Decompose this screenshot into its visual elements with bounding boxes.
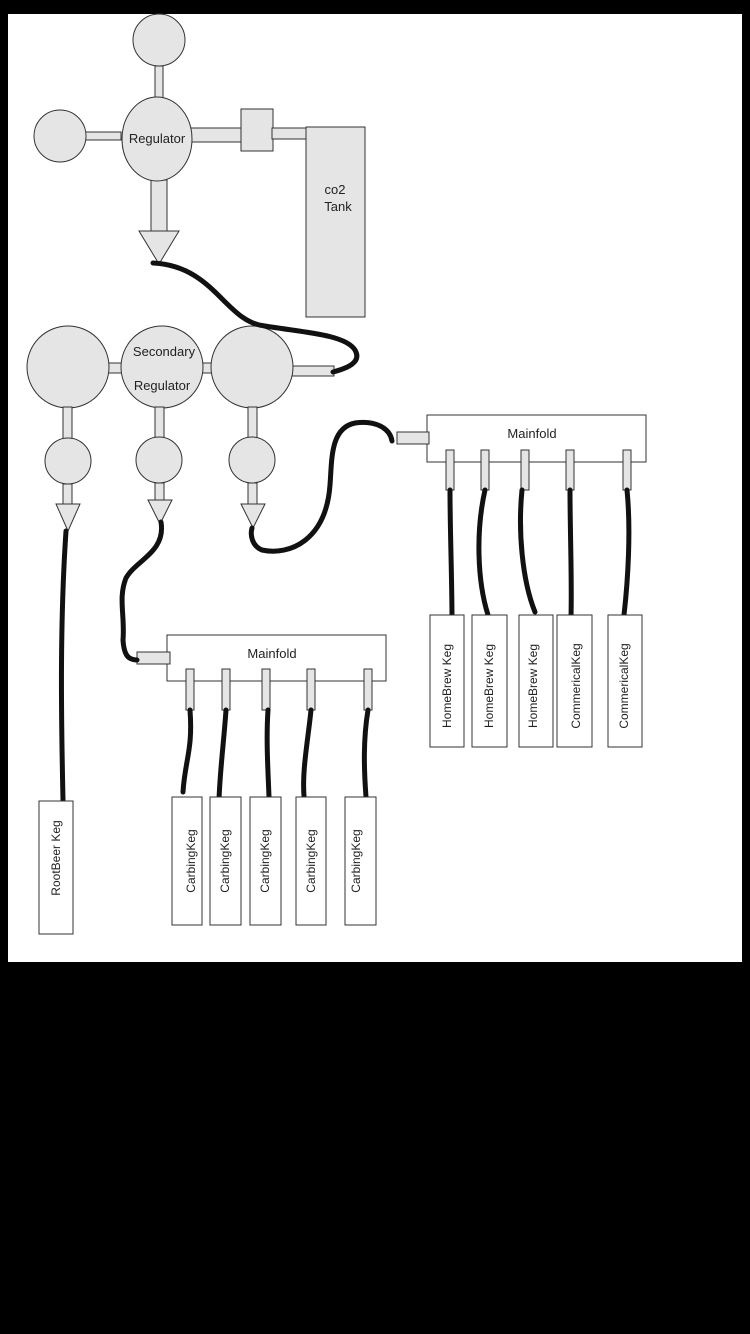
homebrew-keg-1 xyxy=(429,614,465,748)
carbing-keg-4 xyxy=(295,796,327,926)
outlet-1-lower-stem xyxy=(62,483,73,507)
commercial-keg-1 xyxy=(556,614,593,748)
carbing-keg-2-label: CarbingKeg xyxy=(218,829,232,892)
outlet-1-upper-stem xyxy=(62,406,73,441)
outlet-3-upper-stem xyxy=(247,406,258,440)
right-manifold-port-2 xyxy=(480,449,490,491)
right-manifold-port-5 xyxy=(622,449,632,491)
regulator-outlet-nozzle xyxy=(138,230,180,265)
carbing-keg-5-label: CarbingKeg xyxy=(349,829,363,892)
left-manifold-label: Mainfold xyxy=(247,646,296,661)
carbing-keg-1 xyxy=(171,796,203,926)
homebrew-keg-2-label: HomeBrew Keg xyxy=(482,644,496,728)
homebrew-keg-3-label: HomeBrew Keg xyxy=(526,644,540,728)
left-gauge xyxy=(33,109,87,163)
regulator-valve-block xyxy=(240,108,274,152)
hose-left-port-1 xyxy=(180,707,194,795)
hose-secondary-to-left-manifold xyxy=(119,519,165,663)
secondary-regulator-label-line2: Regulator xyxy=(134,378,191,393)
hose-regulator-to-secondary xyxy=(150,260,360,375)
rootbeer-keg-label: RootBeer Keg xyxy=(49,820,63,895)
outlet-1-nozzle xyxy=(55,503,81,533)
outlet-2-nozzle xyxy=(147,499,173,526)
outlet-3-valve xyxy=(228,436,276,484)
carbing-keg-3 xyxy=(249,796,282,926)
carbing-keg-2 xyxy=(209,796,242,926)
hose-right-port-4 xyxy=(567,487,574,620)
hose-to-rootbeer-keg xyxy=(58,528,69,803)
homebrew-keg-2 xyxy=(471,614,508,748)
right-kegs: HomeBrew Keg HomeBrew Keg HomeBrew Keg C… xyxy=(429,614,643,748)
co2-tank-body xyxy=(305,126,366,318)
left-manifold-port-5 xyxy=(363,668,373,711)
commercial-keg-2 xyxy=(607,614,643,748)
outlet-2-valve xyxy=(135,436,183,484)
secondary-regulator-assembly: Secondary Regulator xyxy=(26,325,335,533)
left-manifold: Mainfold xyxy=(136,634,387,711)
carbing-keg-3-label: CarbingKeg xyxy=(258,829,272,892)
hose-left-port-4 xyxy=(301,707,314,799)
regulator-label: Regulator xyxy=(129,131,186,146)
homebrew-keg-3 xyxy=(518,614,554,748)
hose-right-port-1 xyxy=(447,487,455,623)
left-gauge-stem xyxy=(84,131,122,141)
valve-tank-pipe xyxy=(271,127,309,140)
secondary-regulator-label-line1: Secondary xyxy=(133,344,196,359)
hose-left-port-2 xyxy=(216,707,229,803)
right-manifold-port-4 xyxy=(565,449,575,491)
hose-left-port-3 xyxy=(264,707,272,800)
homebrew-keg-1-label: HomeBrew Keg xyxy=(440,644,454,728)
left-manifold-port-1 xyxy=(185,668,195,711)
right-manifold-port-1 xyxy=(445,449,455,491)
hose-left-port-5 xyxy=(361,707,371,800)
right-manifold-port-3 xyxy=(520,449,530,491)
regulator-outlet-stem xyxy=(150,179,168,233)
hose-right-port-3 xyxy=(518,487,538,615)
co2-tank: co2 Tank xyxy=(305,126,366,318)
hose-right-port-2 xyxy=(476,487,491,618)
top-gauge xyxy=(132,13,186,67)
commercial-keg-2-label: CommericalKeg xyxy=(617,643,631,728)
regulator-body xyxy=(121,96,193,182)
hose-right-port-5 xyxy=(621,487,632,618)
right-manifold-body xyxy=(426,414,647,463)
outlet-2-lower-stem xyxy=(154,482,165,502)
right-manifold: Mainfold xyxy=(396,414,647,491)
left-manifold-port-2 xyxy=(221,668,231,711)
rootbeer-keg: RootBeer Keg xyxy=(38,800,74,935)
secondary-inlet-pipe xyxy=(291,365,335,377)
carbing-kegs: CarbingKeg CarbingKeg CarbingKeg Carbing… xyxy=(171,796,377,926)
outlet-3-nozzle xyxy=(240,503,266,530)
secondary-regulator-body xyxy=(120,325,204,409)
outlet-3-lower-stem xyxy=(247,482,258,505)
hose-secondary-to-right-manifold xyxy=(248,419,395,554)
rootbeer-keg-body xyxy=(38,800,74,935)
co2-tank-label-line1: co2 xyxy=(325,182,346,197)
outlet-1-valve xyxy=(44,437,92,485)
right-manifold-label: Mainfold xyxy=(507,426,556,441)
regulator-tank-pipe xyxy=(189,127,243,143)
right-manifold-inlet xyxy=(396,431,430,445)
left-manifold-inlet xyxy=(136,651,171,665)
carbing-keg-5 xyxy=(344,796,377,926)
carbing-keg-4-label: CarbingKeg xyxy=(304,829,318,892)
primary-regulator-assembly: Regulator xyxy=(33,13,309,265)
carbing-keg-1-label: CarbingKeg xyxy=(184,829,198,892)
left-manifold-body xyxy=(166,634,387,682)
gas-hoses xyxy=(58,260,632,803)
top-gauge-stem xyxy=(154,65,164,99)
outlet-2-upper-stem xyxy=(154,406,165,440)
co2-tank-label-line2: Tank xyxy=(324,199,352,214)
commercial-keg-1-label: CommericalKeg xyxy=(569,643,583,728)
secondary-right-gauge xyxy=(210,325,294,409)
secondary-left-gauge xyxy=(26,325,110,409)
left-manifold-port-4 xyxy=(306,668,316,711)
left-manifold-port-3 xyxy=(261,668,271,711)
